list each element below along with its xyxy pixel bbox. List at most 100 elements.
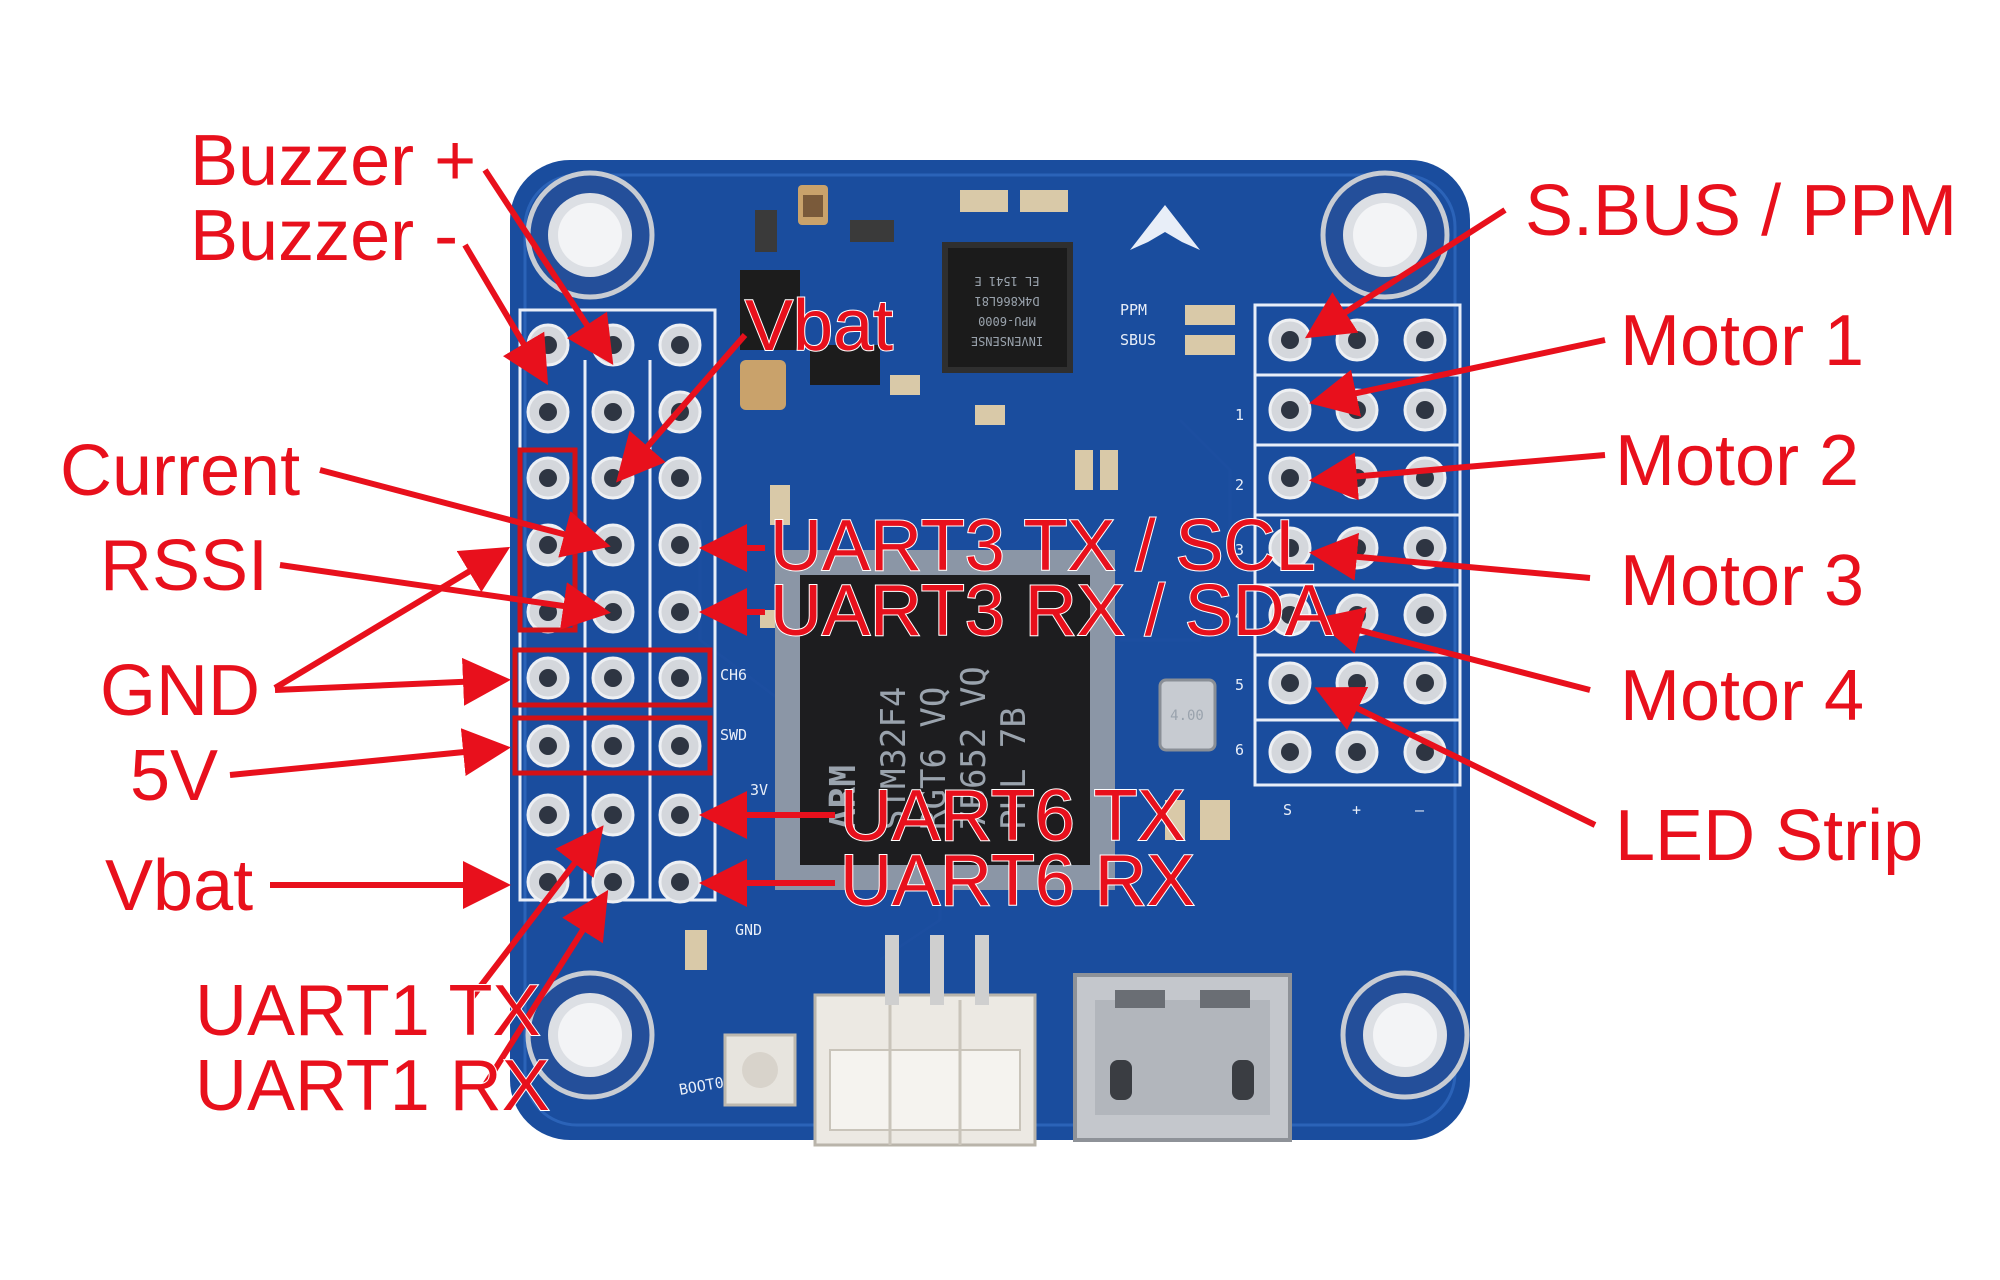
right-pad-r2-c3-hole <box>1416 401 1434 419</box>
left-pad-r6-c1-hole <box>539 669 557 687</box>
left-pad-r5-c1-hole <box>539 603 557 621</box>
right-pad-r4-c1-hole <box>1281 539 1299 557</box>
left-pad-r9-c3-hole <box>671 873 689 891</box>
left-pad-r3-c3-hole <box>671 469 689 487</box>
label-5v: 5V <box>130 736 218 816</box>
arrow-uart1-rx <box>482 889 609 1087</box>
logo-arrow-icon <box>1130 205 1200 250</box>
label-buzzer-plus: Buzzer + <box>190 121 476 201</box>
silk-3: 3 <box>1235 541 1244 559</box>
left-pad-r8-c3-hole <box>671 806 689 824</box>
arrow-sbus-ppm <box>1304 207 1507 339</box>
left-pad-r4-c3-hole <box>671 536 689 554</box>
label-motor3: Motor 3 <box>1620 541 1864 621</box>
left-pad-r2-c1-hole <box>539 403 557 421</box>
label-rssi: RSSI <box>100 526 268 606</box>
silk-ppm: PPM <box>1120 301 1147 319</box>
left-pad-r8-c1-hole <box>539 806 557 824</box>
arrow-5v <box>229 728 511 778</box>
right-pad-r6-c2-hole <box>1348 674 1366 692</box>
label-uart6-tx: UART6 TX <box>840 776 1185 856</box>
left-pad-r5-c2-hole <box>604 603 622 621</box>
arrow-current <box>319 467 611 558</box>
right-pad-r6-c3-hole <box>1416 674 1434 692</box>
arrows <box>229 168 1606 1087</box>
right-pad-r2-c1-hole <box>1281 401 1299 419</box>
label-uart3-rx: UART3 RX / SDA <box>770 571 1333 651</box>
svg-text:4.00: 4.00 <box>1170 708 1204 724</box>
pcb-board: 4.00 BOOT0 INVENSENSE MPU-6000 D4K866L81… <box>510 160 1470 1147</box>
arrow-vbat-top <box>616 333 748 483</box>
mcu-text-2: RGT6 VQ <box>914 687 954 830</box>
left-pad-r1-c1-hole <box>539 336 557 354</box>
silk-2: 2 <box>1235 476 1244 494</box>
left-pad-r1-c3-hole <box>671 336 689 354</box>
left-pad-r6-c2-hole <box>604 669 622 687</box>
right-pad-r7-c2-hole <box>1348 743 1366 761</box>
label-vbat-left: Vbat <box>105 846 253 926</box>
mcu-text-1: STM32F4 <box>874 687 914 830</box>
right-pad-r5-c2-hole <box>1348 606 1366 624</box>
arrow-motor2 <box>1309 452 1606 501</box>
imu-text-2: MPU-6000 <box>978 314 1036 328</box>
right-pad-r7-c1-hole <box>1281 743 1299 761</box>
arrow-motor4 <box>1314 607 1591 693</box>
left-pad-r9-c2-hole <box>604 873 622 891</box>
label-led-strip: LED Strip <box>1615 796 1923 876</box>
right-pad-r1-c3-hole <box>1416 331 1434 349</box>
silk-s: S <box>1283 801 1292 819</box>
left-pad-r3-c1-hole <box>539 469 557 487</box>
jst-connector <box>813 935 1037 1147</box>
imu-text-3: D4K866L81 <box>974 294 1039 308</box>
left-pad-r6-c3-hole <box>671 669 689 687</box>
imu-text-1: INVENSENSE <box>971 334 1043 348</box>
right-pad-r5-c1-hole <box>1281 606 1299 624</box>
silk-swd: SWD <box>720 726 747 744</box>
silk-plus: + <box>1352 801 1361 819</box>
left-pad-r8-c2-hole <box>604 806 622 824</box>
right-pad-r2-c2-hole <box>1348 401 1366 419</box>
right-pad-r4-c3-hole <box>1416 539 1434 557</box>
silk-minus: — <box>1415 801 1425 819</box>
labels: Buzzer + Buzzer - Vbat Current RSSI GND … <box>59 120 1958 1127</box>
silk-4: 4 <box>1235 606 1244 624</box>
label-vbat-top: Vbat <box>745 286 893 366</box>
imu-text-4: EL 1541 E <box>974 274 1039 288</box>
silk-1: 1 <box>1235 406 1244 424</box>
mcu-chip: ARM STM32F4 RGT6 VQ 7B652 VQ PHL 7B <box>775 550 1115 890</box>
label-uart1-rx: UART1 RX <box>195 1046 550 1126</box>
mounting-hole-top-right <box>1320 170 1450 300</box>
arrow-buzzer-plus <box>482 168 614 366</box>
silk-sbus: SBUS <box>1120 331 1156 349</box>
left-pad-r2-c2-hole <box>604 403 622 421</box>
silk-6: 6 <box>1235 741 1244 759</box>
left-pad-r4-c1-hole <box>539 536 557 554</box>
right-pad-r7-c3-hole <box>1416 743 1434 761</box>
right-pad-r6-c1-hole <box>1281 674 1299 692</box>
left-pad-r7-c1-hole <box>539 737 557 755</box>
label-gnd: GND <box>100 651 260 731</box>
label-uart6-rx: UART6 RX <box>840 841 1195 921</box>
right-pad-r3-c1-hole <box>1281 469 1299 487</box>
silk-3v: 3V <box>750 781 768 799</box>
left-pad-r5-c3-hole <box>671 603 689 621</box>
label-uart3-tx: UART3 TX / SCL <box>770 506 1316 586</box>
label-motor4: Motor 4 <box>1620 656 1864 736</box>
left-pad-r3-c2-hole <box>604 469 622 487</box>
left-pad-r4-c2-hole <box>604 536 622 554</box>
mounting-hole-top-left <box>525 170 655 300</box>
highlight-box-5v <box>512 715 713 776</box>
mcu-text-3: 7B652 VQ <box>954 666 994 830</box>
silk-5: 5 <box>1235 676 1244 694</box>
right-pad-r5-c3-hole <box>1416 606 1434 624</box>
arrow-led-strip <box>1314 686 1597 828</box>
highlight-box-gnd <box>512 647 713 708</box>
label-sbus-ppm: S.BUS / PPM <box>1525 171 1957 251</box>
arrow-buzzer-minus <box>462 243 549 386</box>
left-pad-r7-c2-hole <box>604 737 622 755</box>
arrow-uart1-tx <box>467 825 604 1002</box>
right-pad-r1-c2-hole <box>1348 331 1366 349</box>
mounting-hole-bottom-left <box>525 970 655 1100</box>
silk-gnd: GND <box>735 921 762 939</box>
